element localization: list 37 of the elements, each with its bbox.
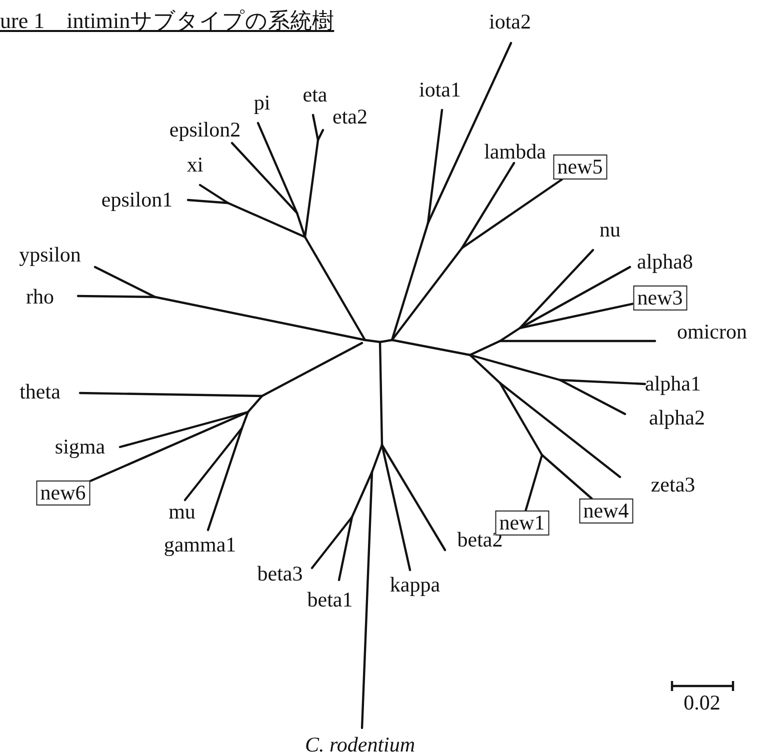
taxon-label: kappa [390, 574, 440, 596]
taxon-label: iota1 [419, 80, 461, 100]
taxon-label: mu [168, 502, 196, 522]
tree-branch [540, 454, 593, 500]
taxon-label: eta [302, 84, 328, 106]
taxon-label: nu [600, 220, 620, 240]
taxon-label: alpha1 [645, 374, 701, 394]
taxon-label: theta [20, 382, 60, 402]
taxon-label: xi [186, 154, 204, 176]
taxon-label: zeta3 [650, 474, 696, 496]
tree-branch [524, 454, 544, 512]
outgroup-name: C. rodentium [304, 734, 416, 756]
taxon-label: epsilon1 [101, 190, 173, 210]
tree-branch [88, 410, 250, 482]
taxon-label: beta3 [257, 564, 303, 584]
taxon-label: pi [254, 92, 270, 114]
taxon-label: eta2 [332, 106, 368, 128]
taxon-label: omicron [677, 322, 747, 342]
boxed-taxon-label: new1 [495, 510, 549, 536]
tree-branch [518, 302, 634, 330]
figure-title: ure 1 intiminサブタイプの系統樹 [0, 7, 334, 35]
taxon-label: iota2 [489, 12, 531, 32]
taxon-label: alpha8 [637, 252, 693, 272]
taxon-label: lambda [484, 142, 546, 162]
boxed-taxon-label: new3 [633, 286, 687, 310]
boxed-taxon-label: new5 [553, 154, 607, 180]
taxon-label: rho [26, 286, 54, 308]
taxon-label: ypsilon [19, 244, 81, 266]
taxon-label: epsilon2 [169, 120, 241, 140]
taxon-label: beta1 [307, 590, 353, 610]
scale-value: 0.02 [684, 692, 720, 714]
taxon-label: sigma [54, 436, 106, 458]
boxed-taxon-label: new4 [579, 498, 633, 524]
taxon-label: gamma1 [164, 534, 236, 556]
boxed-taxon-label: new6 [36, 480, 90, 506]
tree-branch [460, 178, 563, 250]
taxon-label: alpha2 [649, 408, 705, 428]
